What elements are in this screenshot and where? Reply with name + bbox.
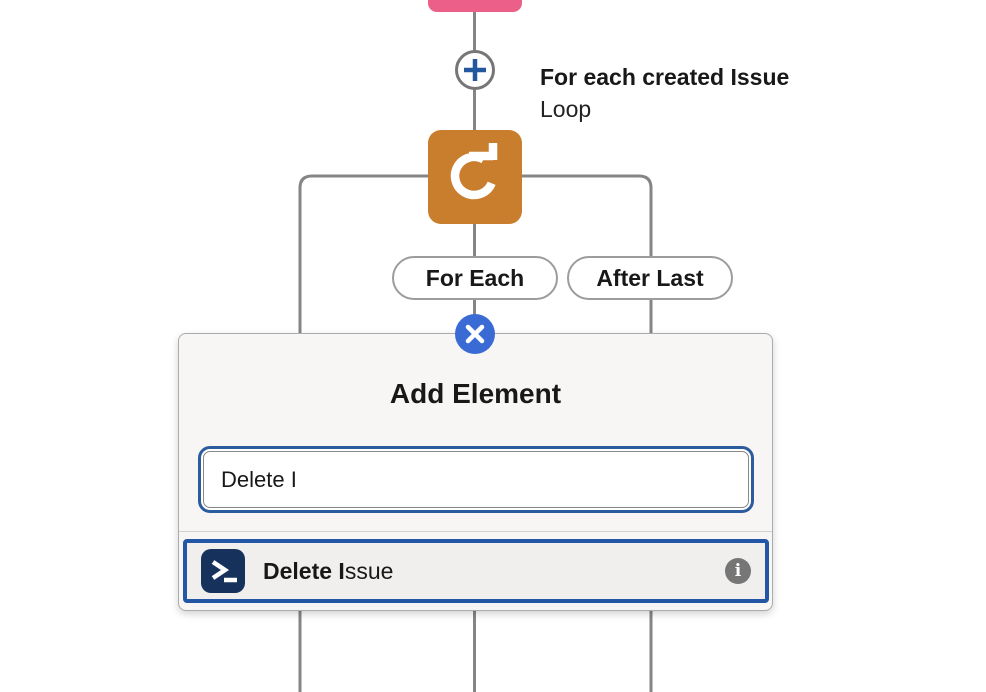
close-button[interactable] (455, 314, 495, 354)
add-element-popup: Add Element Delete Issue i (178, 333, 773, 611)
popup-title: Add Element (389, 378, 562, 409)
add-element-connector-button[interactable] (455, 50, 495, 90)
result-match-text: Delete I (263, 557, 345, 584)
element-search-field (198, 446, 754, 513)
branch-pill-for-each-label: For Each (425, 264, 525, 291)
branch-pill-after-last: After Last (567, 256, 733, 300)
result-item-label: Delete Issue (263, 558, 393, 585)
branch-pill-after-last-label: After Last (596, 264, 704, 291)
element-search-input[interactable] (203, 451, 749, 508)
loop-node-subtitle: Loop (540, 96, 592, 122)
previous-node[interactable] (428, 0, 522, 12)
loop-node-label: For each created Issue Loop (540, 61, 789, 125)
search-results: Delete Issue i (179, 531, 772, 610)
loop-icon (450, 143, 498, 200)
loop-node-title: For each created Issue (540, 64, 790, 90)
info-icon[interactable]: i (725, 558, 751, 584)
close-icon (465, 324, 485, 344)
terminal-icon (201, 549, 245, 593)
branch-pill-for-each: For Each (392, 256, 558, 300)
loop-node[interactable] (428, 130, 522, 224)
result-rest-text: ssue (344, 557, 394, 584)
result-item-delete-issue[interactable]: Delete Issue i (183, 539, 769, 603)
plus-icon (464, 59, 486, 81)
